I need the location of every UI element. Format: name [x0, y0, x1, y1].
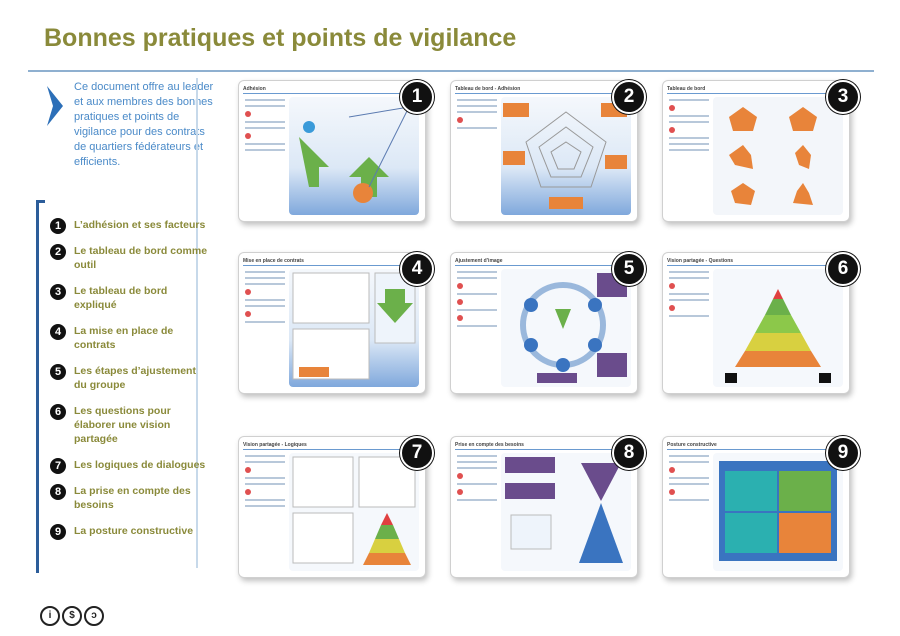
- number-badge: 1: [50, 218, 66, 234]
- cc-sa-icon: ↄ: [84, 606, 104, 626]
- number-badge: 7: [50, 458, 66, 474]
- number-badge: 4: [50, 324, 66, 340]
- number-badge: 2: [50, 244, 66, 260]
- toc-label: Le tableau de bord comme outil: [74, 245, 208, 271]
- thumbnail-image-adjustment[interactable]: Ajustement d’image: [450, 252, 638, 394]
- number-badge: 9: [826, 436, 860, 470]
- intro-text: Ce document offre au leader et aux membr…: [74, 81, 214, 168]
- thumbnail-shared-vision-questions[interactable]: Vision partagée - Questions: [662, 252, 850, 394]
- number-badge: 8: [50, 484, 66, 500]
- toc-item[interactable]: 2 Le tableau de bord comme outil: [50, 244, 210, 272]
- number-badge: 3: [826, 80, 860, 114]
- number-badge: 4: [400, 252, 434, 286]
- number-badge: 6: [826, 252, 860, 286]
- toc-label: Les logiques de dialogues: [74, 459, 206, 471]
- number-badge: 2: [612, 80, 646, 114]
- thumbnail-needs[interactable]: Prise en compte des besoins: [450, 436, 638, 578]
- toc-label: Les questions pour élaborer une vision p…: [74, 405, 171, 445]
- thumbnail-title: Posture constructive: [667, 442, 717, 448]
- toc-label: La prise en compte des besoins: [74, 485, 191, 511]
- number-badge: 9: [50, 524, 66, 540]
- thumbnail-diagram: [289, 97, 419, 215]
- thumbnail-dashboard-adhesion[interactable]: Tableau de bord - Adhésion: [450, 80, 638, 222]
- thumbnail-title: Tableau de bord: [667, 86, 706, 92]
- toc-item[interactable]: 4 La mise en place de contrats: [50, 324, 210, 352]
- number-badge: 8: [612, 436, 646, 470]
- toc-bracket: [36, 200, 45, 573]
- thumbnail-title: Ajustement d’image: [455, 258, 503, 264]
- number-badge: 7: [400, 436, 434, 470]
- thumbnail-diagram: [289, 269, 419, 387]
- toc-item[interactable]: 3 Le tableau de bord expliqué: [50, 284, 210, 312]
- thumbnail-diagram: [713, 269, 843, 387]
- page-title: Bonnes pratiques et points de vigilance: [44, 24, 517, 52]
- toc-item[interactable]: 9 La posture constructive: [50, 524, 210, 540]
- thumbnail-title: Vision partagée - Questions: [667, 258, 734, 264]
- toc-label: La mise en place de contrats: [74, 325, 174, 351]
- thumbnail-contracts[interactable]: Mise en place de contrats: [238, 252, 426, 394]
- number-badge: 1: [400, 80, 434, 114]
- chevron-right-icon: [47, 86, 63, 126]
- cc-by-icon: i: [40, 606, 60, 626]
- toc-item[interactable]: 7 Les logiques de dialogues: [50, 458, 210, 474]
- toc-label: La posture constructive: [74, 525, 194, 537]
- thumbnail-title: Mise en place de contrats: [243, 258, 304, 264]
- separator: [196, 78, 198, 568]
- license-badges: i $ ↄ: [40, 606, 104, 626]
- thumbnail-diagram: [501, 97, 631, 215]
- thumbnail-dashboard[interactable]: Tableau de bord: [662, 80, 850, 222]
- toc-label: L’adhésion et ses facteurs: [74, 219, 206, 231]
- thumbnail-diagram: [501, 453, 631, 571]
- thumbnail-title: Prise en compte des besoins: [455, 442, 524, 448]
- thumbnail-constructive-posture[interactable]: Posture constructive: [662, 436, 850, 578]
- toc-item[interactable]: 1 L’adhésion et ses facteurs: [50, 218, 210, 234]
- thumbnail-diagram: [713, 453, 843, 571]
- thumbnail-diagram: [289, 453, 419, 571]
- number-badge: 5: [50, 364, 66, 380]
- toc-item[interactable]: 5 Les étapes d’ajustement du groupe: [50, 364, 210, 392]
- thumbnail-adhesion[interactable]: Adhésion: [238, 80, 426, 222]
- thumbnail-title: Tableau de bord - Adhésion: [455, 86, 521, 92]
- header-rule: [28, 70, 874, 72]
- toc-item[interactable]: 6 Les questions pour élaborer une vision …: [50, 404, 210, 446]
- thumbnail-diagram: [501, 269, 631, 387]
- toc-label: Les étapes d’ajustement du groupe: [74, 365, 196, 391]
- thumbnail-title: Vision partagée - Logiques: [243, 442, 307, 448]
- number-badge: 5: [612, 252, 646, 286]
- number-badge: 6: [50, 404, 66, 420]
- table-of-contents: 1 L’adhésion et ses facteurs 2 Le tableau …: [50, 218, 210, 540]
- number-badge: 3: [50, 284, 66, 300]
- thumbnail-shared-vision-logic[interactable]: Vision partagée - Logiques: [238, 436, 426, 578]
- thumbnail-diagram: [713, 97, 843, 215]
- toc-label: Le tableau de bord expliqué: [74, 285, 168, 311]
- thumbnail-title: Adhésion: [243, 86, 266, 92]
- cc-nc-icon: $: [62, 606, 82, 626]
- toc-item[interactable]: 8 La prise en compte des besoins: [50, 484, 210, 512]
